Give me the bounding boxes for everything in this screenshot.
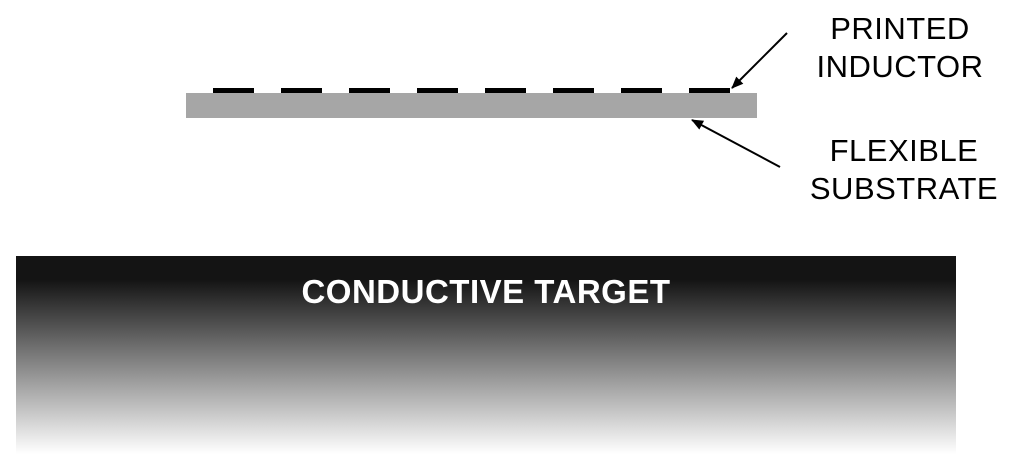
conductive-target — [16, 256, 956, 454]
flexible-substrate-label-line1: FLEXIBLE — [829, 133, 979, 168]
printed-inductor-label-line2: INDUCTOR — [816, 49, 984, 84]
inductor-trace-segment — [553, 88, 594, 93]
printed-inductor-arrow — [731, 32, 788, 89]
inductor-trace-segment — [485, 88, 526, 93]
inductor-trace-segment — [349, 88, 390, 93]
inductor-trace-segment — [417, 88, 458, 93]
inductor-trace-segment — [281, 88, 322, 93]
flexible-substrate — [186, 93, 757, 118]
conductive-target-label: CONDUCTIVE TARGET — [301, 273, 671, 310]
flexible-substrate-label: FLEXIBLE SUBSTRATE — [790, 132, 1018, 208]
printed-inductor-traces — [213, 88, 730, 93]
printed-inductor-label: PRINTED INDUCTOR — [800, 10, 1000, 86]
inductor-trace-segment — [689, 88, 730, 93]
inductor-trace-segment — [213, 88, 254, 93]
inductor-trace-segment — [621, 88, 662, 93]
flexible-substrate-label-line2: SUBSTRATE — [809, 171, 999, 206]
flexible-substrate-arrow — [691, 119, 781, 168]
printed-inductor-label-line1: PRINTED — [830, 11, 970, 46]
